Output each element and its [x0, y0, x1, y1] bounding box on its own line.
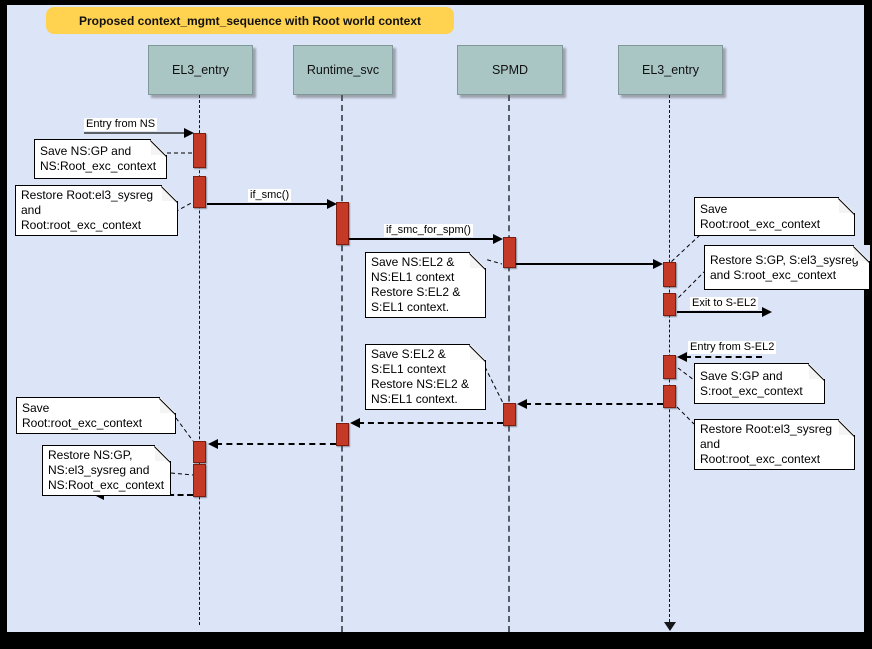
activation-bar: [503, 237, 516, 268]
activation-bar: [663, 293, 676, 316]
message-entry-from-ns: [84, 132, 185, 134]
note-restore-s-gp: Restore S:GP, S:el3_sysreg and S:root_ex…: [704, 245, 870, 290]
message-label-exit-to-s-el2: Exit to S-EL2: [690, 297, 759, 310]
note-text: Restore NS:GP, NS:el3_sysreg and NS:Root…: [48, 448, 165, 492]
activation-bar: [193, 464, 206, 497]
arrowhead-icon: [762, 307, 772, 317]
note-restore-root-el3-sysreg-right: Restore Root:el3_sysreg and Root:root_ex…: [694, 419, 855, 470]
note-text: Restore S:GP, S:el3_sysreg and S:root_ex…: [710, 252, 859, 282]
arrowhead-icon: [493, 234, 503, 244]
activation-bar: [503, 403, 516, 426]
actor-el3-entry-left: EL3_entry: [148, 45, 253, 95]
note-save-s-gp: Save S:GP and S:root_exc_context: [694, 363, 825, 404]
actor-runtime-svc: Runtime_svc: [293, 45, 393, 95]
note-save-ns-el2-restore-s: Save NS:EL2 & NS:EL1 context Restore S:E…: [365, 252, 486, 318]
message-spmd-to-el3: [516, 263, 654, 265]
note-text: Save NS:EL2 & NS:EL1 context Restore S:E…: [371, 255, 461, 314]
diagram-title: Proposed context_mgmt_sequence with Root…: [46, 7, 454, 34]
actor-label: EL3_entry: [642, 63, 699, 77]
lifeline-el3-entry-left: [199, 95, 200, 625]
activation-bar: [336, 423, 349, 446]
note-restore-ns-gp: Restore NS:GP, NS:el3_sysreg and NS:Root…: [42, 445, 171, 496]
arrowhead-icon: [653, 259, 663, 269]
note-text: Save NS:GP and NS:Root_exc_context: [40, 144, 157, 173]
lifeline-spmd: [508, 95, 510, 632]
arrowhead-icon: [350, 418, 360, 428]
message-return-spmd-to-runtime: [358, 422, 503, 424]
activation-bar: [336, 202, 349, 245]
note-text: Save Root:root_exc_context: [700, 201, 821, 231]
note-text: Save S:EL2 & S:EL1 context Restore NS:EL…: [371, 347, 470, 406]
lifeline-end-arrow-icon: [664, 622, 676, 631]
note-save-root-exc-left: Save Root:root_exc_context: [16, 397, 176, 434]
note-text: Save Root:root_exc_context: [22, 400, 143, 430]
arrowhead-icon: [208, 439, 218, 449]
actor-el3-entry-right: EL3_entry: [618, 45, 723, 95]
arrowhead-icon: [184, 128, 194, 138]
activation-bar: [663, 262, 676, 287]
actor-label: Runtime_svc: [306, 63, 380, 77]
diagram-title-text: Proposed context_mgmt_sequence with Root…: [78, 13, 422, 28]
arrowhead-icon: [677, 352, 687, 362]
message-label-entry-from-ns: Entry from NS: [84, 118, 158, 131]
message-label-entry-from-s-el2: Entry from S-EL2: [688, 341, 777, 354]
actor-label: EL3_entry: [172, 63, 229, 77]
actor-label: SPMD: [491, 63, 529, 77]
note-restore-root-el3-sysreg-left: Restore Root:el3_sysreg and Root:root_ex…: [15, 185, 178, 236]
message-return-el3-to-spmd: [525, 403, 663, 405]
message-exit-to-s-el2: [677, 311, 763, 313]
actor-spmd: SPMD: [457, 45, 563, 95]
activation-bar: [193, 441, 206, 463]
message-entry-from-s-el2: [685, 356, 762, 358]
activation-bar: [193, 176, 206, 208]
activation-bar: [193, 133, 206, 168]
lifeline-runtime-svc: [341, 95, 343, 632]
note-save-ns-gp: Save NS:GP and NS:Root_exc_context: [34, 139, 167, 179]
note-save-root-exc-right: Save Root:root_exc_context: [694, 197, 855, 236]
activation-bar: [663, 385, 676, 408]
note-text: Restore Root:el3_sysreg and Root:root_ex…: [700, 422, 833, 466]
activation-bar: [663, 355, 676, 379]
note-save-s-el2-restore-ns: Save S:EL2 & S:EL1 context Restore NS:EL…: [365, 344, 486, 410]
message-if-smc: [207, 203, 328, 205]
message-label-if-smc-for-spm: if_smc_for_spm(): [384, 224, 473, 237]
diagram-canvas: [7, 5, 864, 632]
arrowhead-icon: [327, 199, 337, 209]
message-if-smc-for-spm: [349, 238, 495, 240]
note-text: Save S:GP and S:root_exc_context: [700, 368, 803, 398]
arrowhead-icon: [517, 399, 527, 409]
note-text: Restore Root:el3_sysreg and Root:root_ex…: [21, 188, 154, 232]
message-label-if-smc: if_smc(): [248, 189, 292, 202]
message-return-runtime-to-el3: [216, 443, 336, 445]
